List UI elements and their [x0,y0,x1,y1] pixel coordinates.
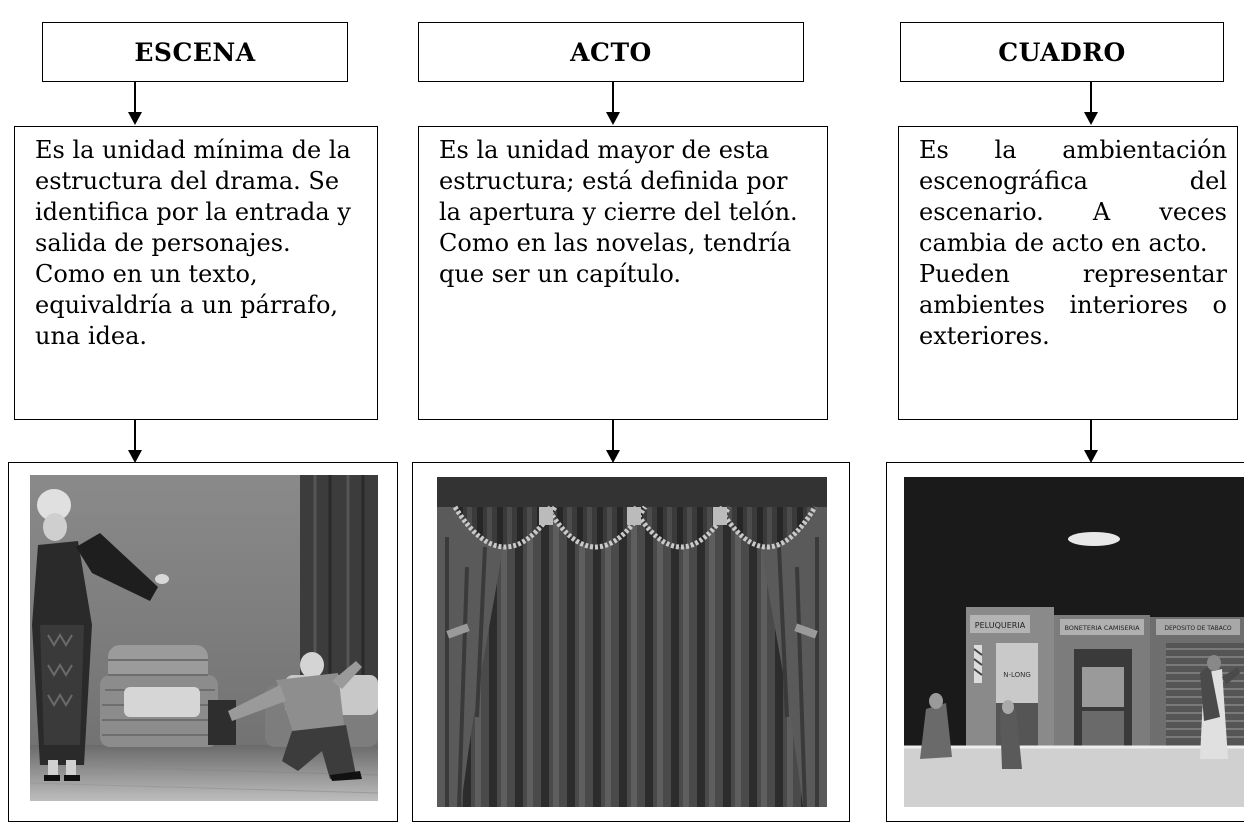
cuadro-title: CUADRO [998,37,1126,67]
arrow-down-icon [606,420,620,463]
arrow-down-icon [128,420,142,463]
acto-description-box: Es la unidad mayor de esta estructura; e… [418,126,828,420]
desc-line: una idea. [35,322,148,350]
desc-line: exteriores. [919,322,1050,350]
acto-title-box: ACTO [418,22,804,82]
desc-line: estructura del drama. Se [35,167,340,195]
escena-description-box: Es la unidad mínima de la estructura del… [14,126,378,420]
set-sign-text: N-LONG [1003,671,1031,679]
desc-line: cambia de acto en acto. [919,229,1208,257]
cuadro-title-box: CUADRO [900,22,1224,82]
desc-line: Es la unidad mínima de la [35,136,351,164]
desc-line: identifica por la entrada y [35,198,351,226]
arrow-down-icon [128,82,142,125]
desc-line: ambientes interiores o [919,291,1227,319]
cuadro-description-box: Es la ambientación escenográfica del esc… [898,126,1238,420]
desc-line: que ser un capítulo. [439,260,682,288]
desc-line: Es la ambientación [919,136,1227,164]
arrow-down-icon [606,82,620,125]
desc-line: la apertura y cierre del telón. [439,198,798,226]
arrow-down-icon [1084,420,1098,463]
arrow-down-icon [1084,82,1098,125]
set-sign-text: DEPOSITO DE TABACO [1164,625,1232,632]
desc-line: Como en un texto, [35,260,258,288]
desc-line: salida de personajes. [35,229,291,257]
actors-on-stage-photo [30,475,378,801]
desc-line: escenario. A veces [919,198,1227,226]
desc-line: Pueden representar [919,260,1227,288]
set-sign-text: PELUQUERIA [975,621,1026,630]
desc-line: equivaldría a un párrafo, [35,291,339,319]
escena-title-box: ESCENA [42,22,348,82]
stage-set-photo: PELUQUERIA BONETERIA CAMISERIA DEPOSITO … [904,477,1244,807]
set-sign-text: BONETERIA CAMISERIA [1064,624,1140,632]
stage-curtain-photo [437,477,827,807]
acto-title: ACTO [570,37,652,67]
desc-line: Es la unidad mayor de esta [439,136,770,164]
desc-line: Como en las novelas, tendría [439,229,792,257]
desc-line: escenográfica del [919,167,1227,195]
desc-line: estructura; está definida por [439,167,788,195]
escena-title: ESCENA [134,37,256,67]
